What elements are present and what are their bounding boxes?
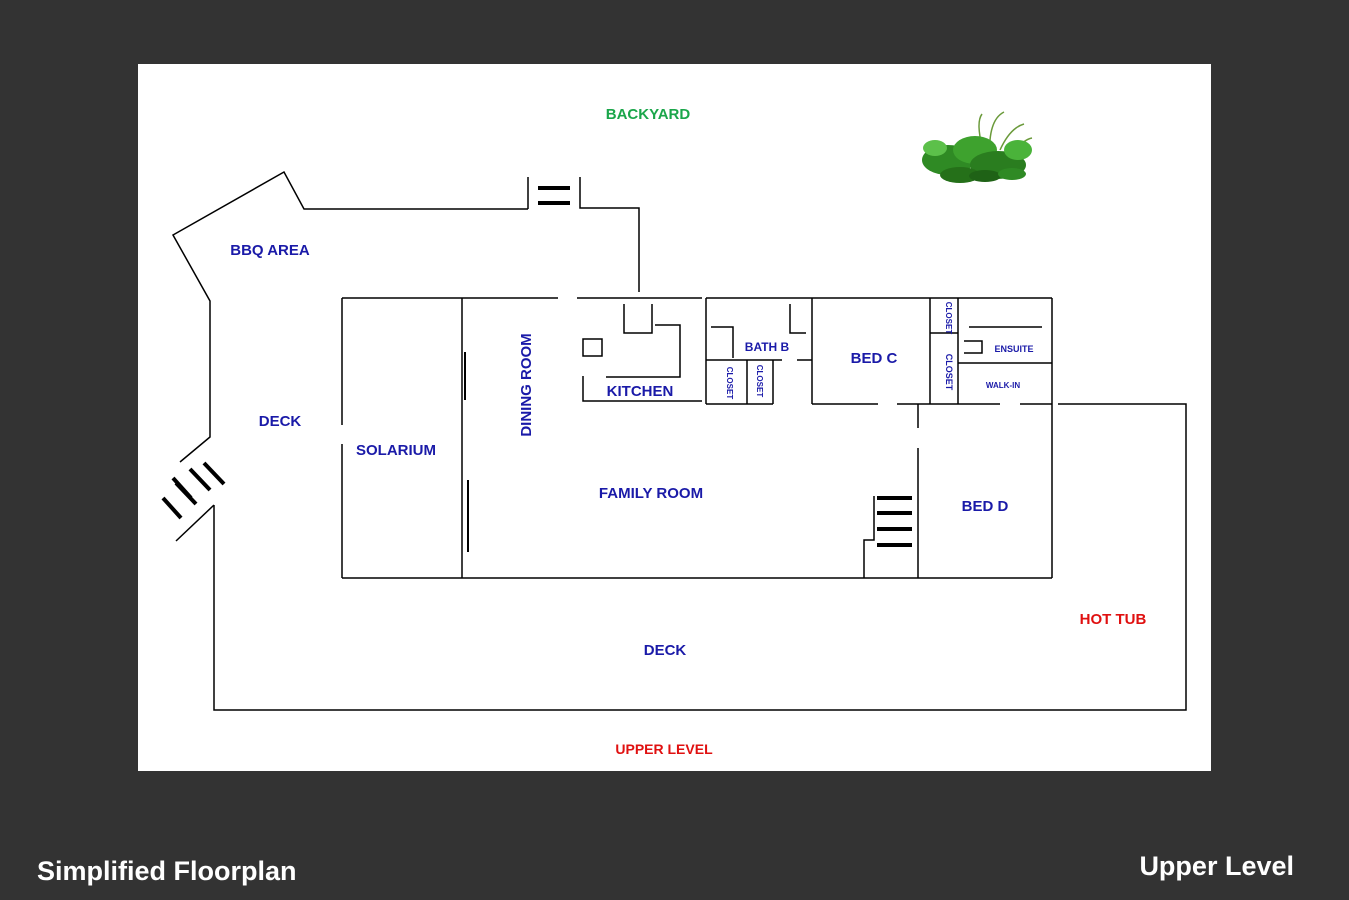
kitchen-label: KITCHEN <box>607 383 674 400</box>
bed-c-label: BED C <box>851 350 898 367</box>
upper-level-label: UPPER LEVEL <box>615 741 713 757</box>
closet-1-label: CLOSET <box>725 367 734 400</box>
caption-upper-level: Upper Level <box>1139 851 1294 881</box>
bath-b-walls <box>705 298 813 405</box>
family-room-label: FAMILY ROOM <box>599 485 703 502</box>
east-stairs <box>877 496 912 547</box>
plant-icon <box>922 111 1033 183</box>
deck-west-label: DECK <box>259 413 302 430</box>
dining-room-label: DINING ROOM <box>518 333 535 436</box>
bed-c-walls <box>812 298 1052 405</box>
floorplan-card <box>138 64 1211 771</box>
bed-d-walls <box>863 404 919 578</box>
north-stairs <box>538 186 570 205</box>
house-walls <box>341 297 1053 579</box>
west-stairs <box>161 461 226 520</box>
bbq-area-label: BBQ AREA <box>230 242 310 259</box>
caption-simplified-floorplan: Simplified Floorplan <box>37 856 297 886</box>
closet-3-label: CLOSET <box>944 302 953 335</box>
kitchen-walls <box>582 304 702 402</box>
deck-walls <box>171 170 1187 711</box>
backyard-label: BACKYARD <box>606 106 691 123</box>
ensuite-label: ENSUITE <box>994 344 1033 354</box>
solarium-label: SOLARIUM <box>356 442 436 459</box>
closet-2-label: CLOSET <box>755 365 764 398</box>
closet-4-label: CLOSET <box>944 354 954 391</box>
bath-b-label: BATH B <box>745 340 790 354</box>
walk-in-label: WALK-IN <box>986 381 1020 390</box>
hot-tub-label: HOT TUB <box>1080 611 1147 628</box>
bed-d-label: BED D <box>962 498 1009 515</box>
deck-south-label: DECK <box>644 642 687 659</box>
